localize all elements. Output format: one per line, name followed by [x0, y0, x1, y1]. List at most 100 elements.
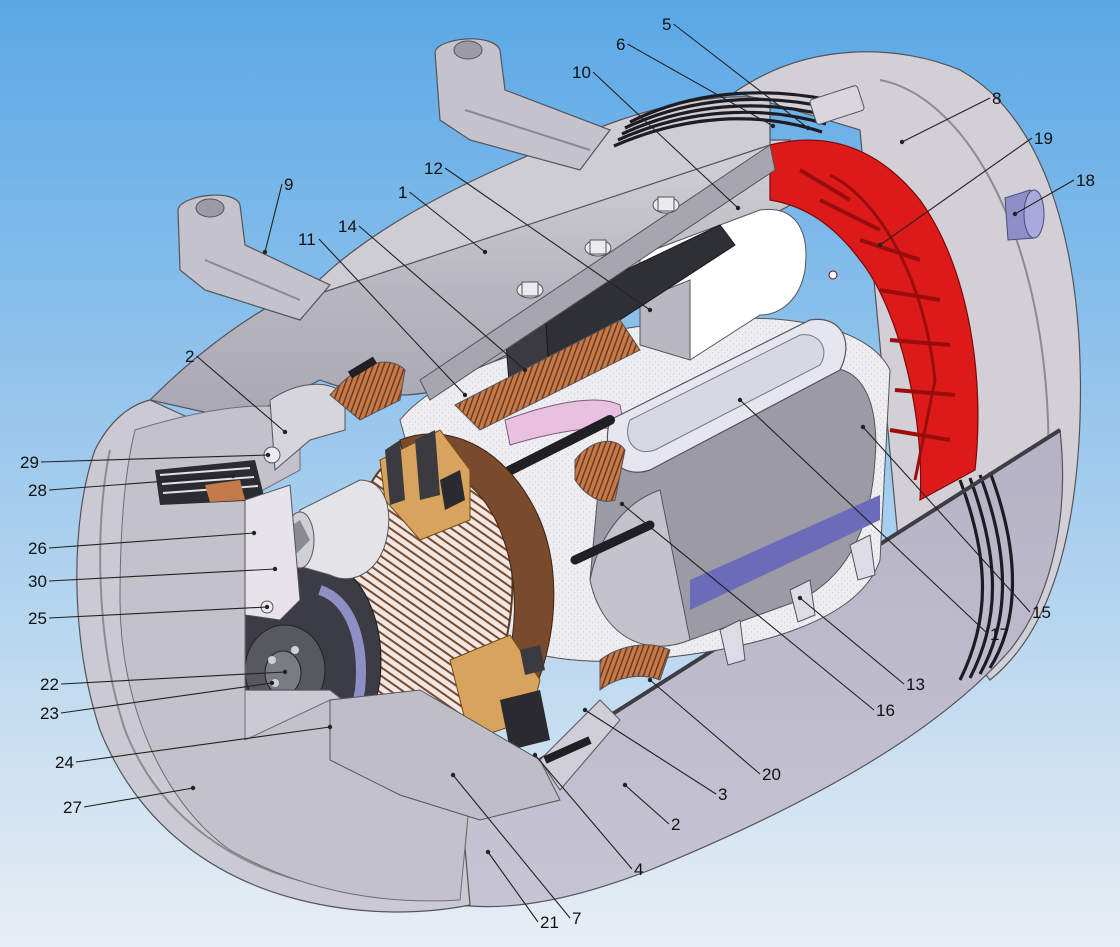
callout-4: 4 — [532, 752, 643, 879]
leader-dot — [282, 429, 288, 435]
leader-line — [48, 568, 276, 582]
callout-5: 5 — [662, 15, 811, 131]
leader-line — [444, 167, 651, 311]
callout-9: 9 — [262, 175, 293, 255]
pole-bolts — [516, 196, 680, 299]
leader-line — [621, 503, 875, 711]
callout-number: 16 — [876, 701, 895, 720]
callout-number: 10 — [572, 63, 591, 82]
callout-8: 8 — [899, 89, 1001, 145]
bearing-bolt — [268, 656, 276, 664]
callout-number: 3 — [718, 785, 727, 804]
leader-line — [862, 426, 1031, 613]
leader-line — [409, 191, 486, 253]
callout-13: 13 — [797, 595, 925, 694]
lead-cable-small — [543, 736, 592, 764]
front-shield-cut-upper — [269, 383, 346, 472]
motor-body — [76, 38, 1082, 913]
callout-number: 25 — [28, 609, 47, 628]
callout-27: 27 — [63, 785, 196, 817]
main-pole-upper — [454, 208, 807, 446]
cut-windings-upper — [329, 356, 406, 421]
leader-line — [624, 784, 670, 825]
callout-number: 6 — [616, 35, 625, 54]
callout-number: 20 — [762, 765, 781, 784]
callout-17: 17 — [737, 397, 1009, 644]
leader-line — [799, 597, 905, 685]
callout-24: 24 — [55, 724, 333, 772]
callout-21: 21 — [485, 849, 559, 932]
callout-number: 5 — [662, 15, 671, 34]
callout-number: 2 — [671, 815, 680, 834]
callout-25: 25 — [28, 604, 270, 628]
lead-cable-upper — [490, 415, 615, 483]
leader-dot — [251, 530, 257, 536]
leader-dot — [622, 782, 628, 788]
main-housing-lower — [459, 428, 1064, 908]
leader-line — [901, 97, 991, 143]
leader-dot — [619, 501, 625, 507]
callout-6: 6 — [616, 35, 776, 129]
leader-dot — [797, 595, 803, 601]
callout-3: 3 — [582, 707, 727, 804]
callout-number: 26 — [28, 539, 47, 558]
callout-number: 13 — [906, 675, 925, 694]
leader-dot — [647, 677, 653, 683]
callout-26: 26 — [28, 530, 257, 558]
callout-number: 7 — [572, 909, 581, 928]
cut-strip-20 — [599, 644, 671, 692]
callout-number: 23 — [40, 704, 59, 723]
callout-number: 8 — [992, 89, 1001, 108]
lifting-lug-rear — [434, 38, 611, 171]
leader-dot — [522, 367, 528, 373]
leader-line — [83, 787, 194, 808]
callout-number: 12 — [424, 159, 443, 178]
shaft-end-18 — [1004, 189, 1045, 241]
callout-2a: 2 — [185, 347, 288, 435]
callout-12: 12 — [424, 159, 653, 313]
leader-line — [48, 532, 255, 549]
leader-line — [534, 754, 633, 870]
lead-cable-lower — [570, 520, 655, 565]
leader-dot — [190, 785, 196, 791]
leader-line — [452, 774, 571, 919]
callout-15: 15 — [860, 424, 1051, 622]
callout-number: 1 — [398, 183, 407, 202]
leader-dot — [272, 566, 278, 572]
leader-line — [264, 183, 283, 253]
leader-line — [196, 355, 286, 433]
leader-line — [739, 399, 989, 635]
leader-dot — [1012, 211, 1018, 217]
callout-30: 30 — [28, 566, 278, 591]
callout-19: 19 — [877, 129, 1053, 248]
leader-dot — [462, 392, 468, 398]
leader-dot — [327, 724, 333, 730]
brush-holder-lower — [449, 634, 550, 750]
leader-line — [592, 71, 739, 209]
callout-number: 18 — [1076, 171, 1095, 190]
callout-16: 16 — [619, 501, 895, 720]
callout-14: 14 — [338, 217, 528, 373]
leader-dot — [877, 242, 883, 248]
callout-number: 4 — [634, 860, 643, 879]
leader-dot — [485, 849, 491, 855]
leader-dot — [262, 249, 268, 255]
lifting-lug-front — [177, 194, 331, 321]
leader-line — [673, 23, 809, 129]
callout-number: 2 — [185, 347, 194, 366]
leader-dot — [482, 249, 488, 255]
cooling-fins-top — [613, 91, 831, 148]
callout-20: 20 — [647, 677, 781, 784]
callout-number: 14 — [338, 217, 357, 236]
leader-dot — [269, 680, 275, 686]
callout-11: 11 — [298, 230, 468, 398]
callout-number: 28 — [28, 481, 47, 500]
leader-dot — [450, 772, 456, 778]
front-shield-rim — [99, 449, 321, 886]
leader-dot — [230, 473, 236, 479]
leader-line — [75, 726, 331, 763]
leader-dot — [582, 707, 588, 713]
callout-18: 18 — [1012, 171, 1095, 217]
leader-line — [60, 682, 273, 714]
